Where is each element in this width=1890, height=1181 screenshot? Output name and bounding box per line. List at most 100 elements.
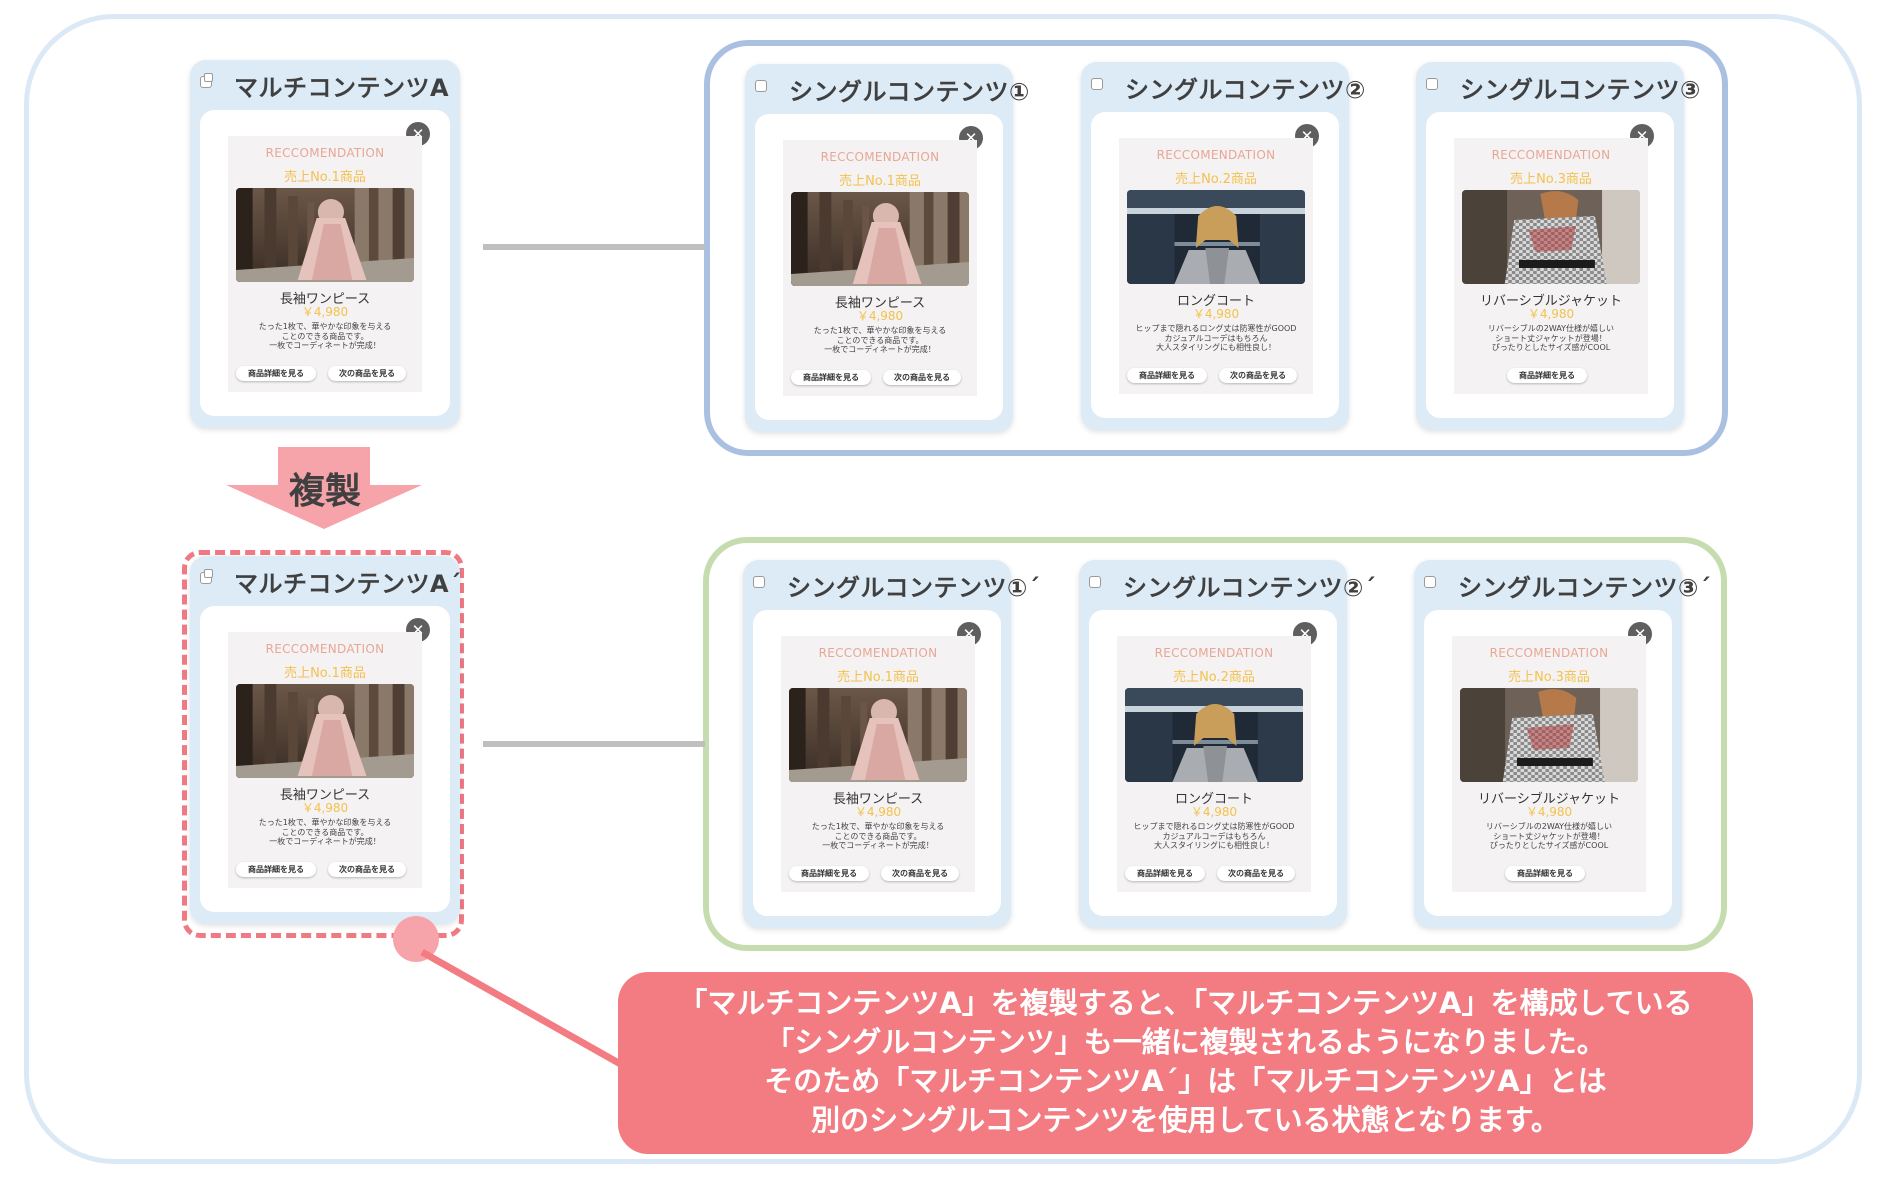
product-photo <box>1460 688 1638 782</box>
recommendation-label: RECCOMENDATION <box>1491 148 1611 162</box>
callout-line-4: 別のシングルコンテンツを使用している状態となります。 <box>811 1103 1560 1137</box>
outer-frame <box>24 14 1862 1164</box>
next-product-button[interactable]: 次の商品を見る <box>328 862 406 877</box>
card-title: シングルコンテンツ② <box>1125 76 1366 104</box>
product-detail-button[interactable]: 商品詳細を見る <box>789 866 869 881</box>
next-product-button[interactable]: 次の商品を見る <box>1219 368 1297 383</box>
single-content-icon[interactable] <box>1089 576 1101 588</box>
callout-line-3: そのため「マルチコンテンツA´」は「マルチコンテンツA」とは <box>764 1064 1607 1098</box>
product-description-line: たった1枚で、華やかな印象を与える <box>258 322 392 331</box>
single-content-icon[interactable] <box>753 576 765 588</box>
product-description-line: 大人スタイリングにも相性良し！ <box>1156 343 1276 352</box>
card-header: シングルコンテンツ① <box>745 64 1029 114</box>
card-title: シングルコンテンツ③´ <box>1458 574 1712 602</box>
sales-rank-label: 売上No.2商品 <box>1173 670 1255 685</box>
multi-content-icon[interactable] <box>200 569 213 584</box>
product-detail-button[interactable]: 商品詳細を見る <box>1507 368 1587 383</box>
product-detail-button[interactable]: 商品詳細を見る <box>236 862 316 877</box>
product-detail-button[interactable]: 商品詳細を見る <box>1125 866 1205 881</box>
product-description-line: ぴったりとしたサイズ感がCOOL <box>1491 343 1611 352</box>
recommendation-label: RECCOMENDATION <box>1156 148 1276 162</box>
product-detail-button[interactable]: 商品詳細を見る <box>1127 368 1207 383</box>
duplicated-multi-highlight <box>182 550 464 938</box>
connector-line-duplicate <box>483 741 705 747</box>
product-price: ￥4,980 <box>301 305 349 319</box>
product-description-line: たった1枚で、華やかな印象を与える <box>813 326 947 335</box>
callout-line-2: 「シングルコンテンツ」も一緒に複製されるようになりました。 <box>765 1025 1606 1059</box>
product-description: たった1枚で、華やかな印象を与えることのできる商品です。一枚でコーディネートが完… <box>232 818 418 847</box>
product-photo <box>789 688 967 782</box>
product-name: ロングコート <box>1174 792 1253 807</box>
product-name: ロングコート <box>1176 294 1255 309</box>
connector-line-original <box>483 244 705 250</box>
next-product-button[interactable]: 次の商品を見る <box>1217 866 1295 881</box>
card-title: マルチコンテンツA´ <box>234 570 462 598</box>
product-description-line: リバーシブルの2WAY仕様が嬉しい <box>1487 324 1615 333</box>
card-title: シングルコンテンツ③ <box>1460 76 1701 104</box>
card-header: シングルコンテンツ③ <box>1416 62 1700 112</box>
product-description: たった1枚で、華やかな印象を与えることのできる商品です。一枚でコーディネートが完… <box>785 822 971 851</box>
product-description-line: リバーシブルの2WAY仕様が嬉しい <box>1485 822 1613 831</box>
card-title: シングルコンテンツ① <box>789 78 1030 106</box>
single-content-icon[interactable] <box>1426 78 1438 90</box>
product-description-line: ヒップまで隠れるロング丈は防寒性がGOOD <box>1133 822 1295 831</box>
recommendation-label: RECCOMENDATION <box>265 146 385 160</box>
product-photo <box>1125 688 1303 782</box>
card-header: シングルコンテンツ②´ <box>1079 560 1376 610</box>
card-title: マルチコンテンツA <box>234 74 450 102</box>
product-name: 長袖ワンピース <box>279 788 371 803</box>
product-price: ￥4,980 <box>854 805 902 819</box>
product-detail-button[interactable]: 商品詳細を見る <box>236 366 316 381</box>
next-product-button[interactable]: 次の商品を見る <box>883 370 961 385</box>
next-product-button[interactable]: 次の商品を見る <box>881 866 959 881</box>
single-content-icon[interactable] <box>1424 576 1436 588</box>
product-photo <box>1462 190 1640 284</box>
product-description-line: たった1枚で、華やかな印象を与える <box>258 818 392 827</box>
duplicate-label: 複製 <box>288 471 361 512</box>
multi-content-icon[interactable] <box>200 73 213 88</box>
product-description: たった1枚で、華やかな印象を与えることのできる商品です。一枚でコーディネートが完… <box>787 326 973 355</box>
product-description: リバーシブルの2WAY仕様が嬉しいショート丈ジャケットが登場！ぴったりとしたサイ… <box>1456 822 1642 851</box>
product-description-line: ことのできる商品です。 <box>836 335 924 345</box>
callout-line-1: 「マルチコンテンツA」を複製すると、「マルチコンテンツA」を構成している <box>678 986 1693 1020</box>
product-photo <box>1127 190 1305 284</box>
product-name: リバーシブルジャケット <box>1479 294 1623 309</box>
product-detail-button[interactable]: 商品詳細を見る <box>791 370 871 385</box>
product-price: ￥4,980 <box>1190 805 1238 819</box>
recommendation-label: RECCOMENDATION <box>820 150 940 164</box>
product-description-line: ことのできる商品です。 <box>834 831 922 841</box>
single-content-icon[interactable] <box>755 80 767 92</box>
product-detail-button[interactable]: 商品詳細を見る <box>1505 866 1585 881</box>
next-product-button[interactable]: 次の商品を見る <box>328 366 406 381</box>
single-content-icon[interactable] <box>1091 78 1103 90</box>
product-price: ￥4,980 <box>856 309 904 323</box>
product-description: リバーシブルの2WAY仕様が嬉しいショート丈ジャケットが登場！ぴったりとしたサイ… <box>1458 324 1644 353</box>
product-description-line: カジュアルコーデはもちろん <box>1164 333 1268 343</box>
sales-rank-label: 売上No.1商品 <box>284 170 366 185</box>
product-description-line: ショート丈ジャケットが登場！ <box>1493 831 1605 841</box>
card-header: シングルコンテンツ② <box>1081 62 1365 112</box>
